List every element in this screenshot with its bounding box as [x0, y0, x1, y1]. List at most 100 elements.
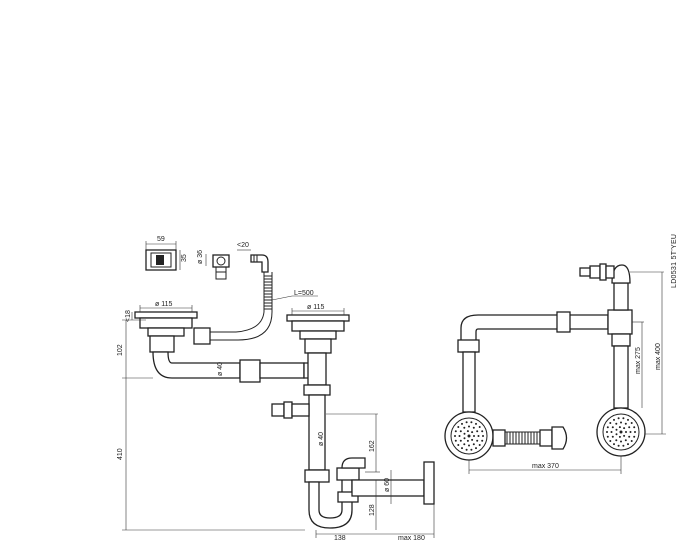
strainer-hole — [458, 435, 461, 437]
strainer-hole — [459, 439, 462, 442]
dim-59: 59 — [157, 236, 165, 243]
strainer-hole — [459, 430, 462, 433]
strainer-hole — [463, 432, 466, 435]
dim-dia60: ø 60 — [384, 478, 391, 492]
dim-lt20: <20 — [237, 242, 249, 249]
strainer-hole — [481, 439, 484, 442]
strainer-hole — [634, 431, 636, 433]
strainer-hole — [470, 421, 473, 424]
strainer-hole — [606, 426, 609, 429]
strainer-hole — [471, 431, 474, 434]
strainer-hole — [613, 443, 615, 446]
strainer-hole — [465, 421, 468, 424]
strainer-hole — [625, 431, 627, 433]
dim-max370: max 370 — [532, 463, 559, 470]
dim-horiz-dia40: ø 40 — [217, 362, 224, 376]
strainer-hole — [478, 426, 481, 428]
strainer-hole — [476, 430, 479, 433]
strainer-hole — [482, 435, 484, 437]
strainer-hole — [475, 422, 477, 425]
strainer-hole — [633, 426, 636, 429]
strainer-hole — [628, 426, 631, 429]
front-dimensions: 102 410 162 128 ø 60 138 max 180 — [117, 319, 435, 542]
strainer-hole — [627, 418, 629, 421]
appliance-connector — [271, 401, 310, 419]
flexible-hose: L=500 — [210, 272, 318, 341]
strainer-hole — [630, 422, 633, 424]
strainer-hole — [609, 440, 612, 442]
strainer-hole — [471, 438, 474, 441]
strainer-hole — [628, 435, 631, 438]
strainer-hole — [615, 422, 618, 425]
strainer-hole — [481, 430, 484, 433]
strainer-hole — [620, 421, 622, 424]
strainer-hole — [606, 431, 608, 433]
dim-138: 138 — [334, 535, 346, 542]
dim-max180: max 180 — [398, 535, 425, 542]
hose-length-label: L=500 — [294, 290, 314, 297]
strainer-hole — [609, 422, 612, 424]
strainer-hole — [617, 444, 620, 447]
strainer-hole — [463, 443, 466, 446]
strainer-hole — [622, 417, 625, 420]
product-code: LD0531 5T'YEU — [671, 234, 678, 288]
strainer-hole — [477, 435, 480, 437]
strainer-hole — [618, 435, 621, 438]
strainer-hole — [454, 439, 457, 442]
strainer-hole — [623, 434, 626, 437]
strainer-hole — [466, 430, 469, 433]
strainer-hole — [468, 425, 470, 428]
top-view: max 370 max 275 max 400 — [444, 263, 666, 474]
strainer-hole — [615, 439, 618, 442]
strainer-hole — [454, 435, 456, 437]
dim-vert-dia40: ø 40 — [318, 432, 325, 446]
dim-left-dia115: ø 115 — [155, 301, 172, 308]
overflow-cover-detail: 59 35 — [145, 236, 188, 271]
strainer-hole — [476, 439, 479, 442]
dim-max275: max 275 — [635, 347, 642, 374]
connecting-pipe: ø 40 — [152, 351, 319, 383]
vertical-pipe: ø 40 — [303, 352, 331, 483]
dim-right-dia115: ø 115 — [307, 304, 324, 311]
right-strainer: ø 115 — [286, 304, 350, 354]
strainer-hole — [472, 426, 475, 429]
hose-elbow-detail: <20 — [237, 242, 269, 273]
strainer-hole — [606, 435, 609, 438]
strainer-hole — [466, 439, 469, 442]
strainer-hole — [619, 430, 623, 434]
strainer-hole — [461, 447, 463, 450]
strainer-hole — [611, 426, 614, 429]
strainer-hole — [461, 422, 463, 425]
strainer-hole — [463, 426, 466, 429]
strainer-hole — [629, 431, 632, 433]
strainer-hole — [473, 435, 475, 437]
strainer-hole — [463, 437, 466, 440]
strainer-hole — [624, 439, 627, 442]
strainer-hole — [468, 444, 470, 447]
dim-128: 128 — [369, 504, 376, 516]
strainer-hole — [465, 448, 468, 451]
dim-max400: max 400 — [655, 343, 662, 370]
strainer-hole — [617, 417, 620, 420]
strainer-hole — [615, 428, 618, 431]
strainer-hole — [624, 422, 627, 425]
strainer-hole — [620, 440, 622, 443]
strainer-hole — [615, 433, 618, 436]
overflow-nut — [193, 327, 211, 345]
dim-410: 410 — [117, 448, 124, 460]
strainer-hole — [613, 418, 615, 421]
dim-102: 102 — [117, 344, 124, 356]
strainer-hole — [610, 431, 613, 433]
strainer-hole — [472, 443, 475, 446]
strainer-hole — [478, 444, 481, 446]
strainer-hole — [623, 427, 626, 430]
strainer-hole — [618, 426, 621, 429]
dim-162: 162 — [369, 440, 376, 452]
strainer-hole — [627, 443, 629, 446]
dim-dia36: ø 36 — [197, 250, 204, 264]
strainer-hole — [630, 440, 633, 442]
strainer-hole — [611, 435, 614, 438]
strainer-hole — [470, 448, 473, 451]
dim-35: 35 — [181, 254, 188, 262]
